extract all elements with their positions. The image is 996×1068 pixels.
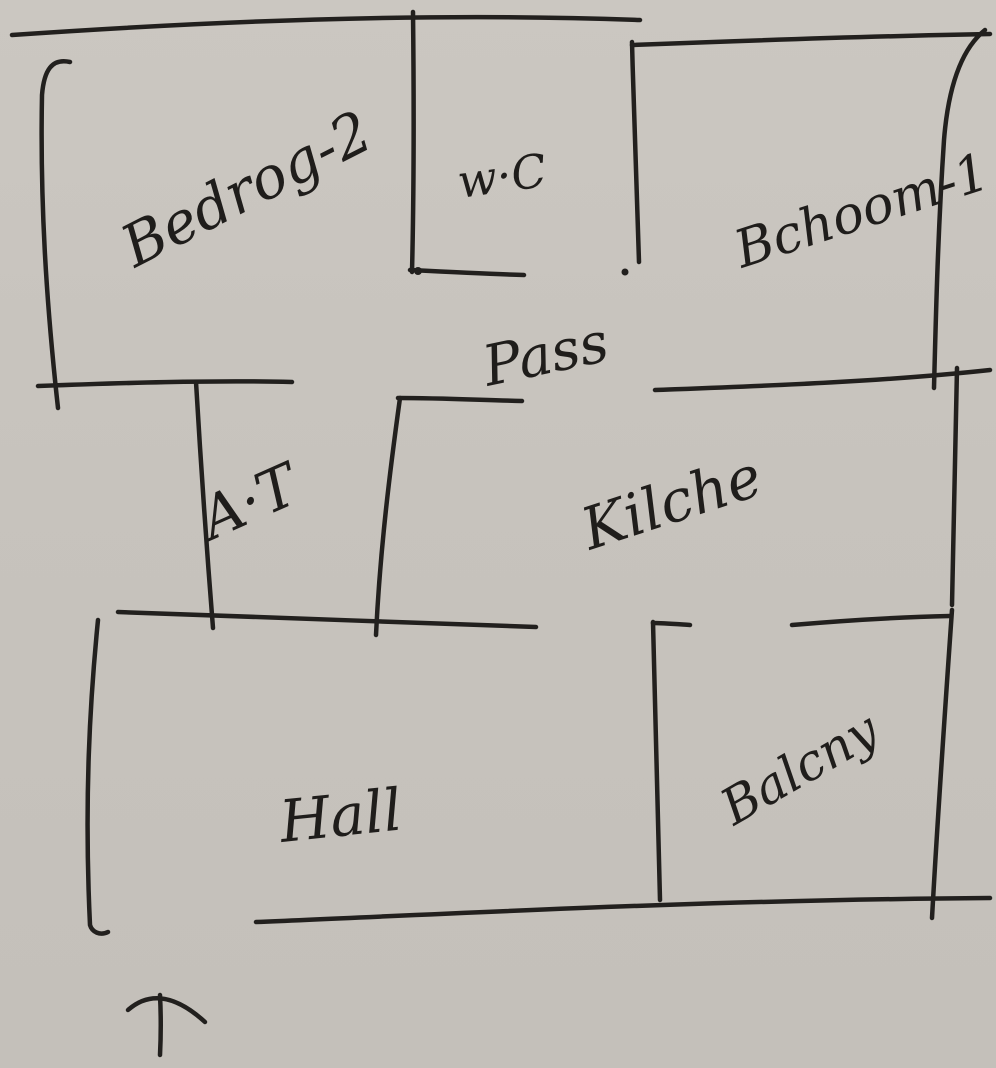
- wall-pass-lower: [395, 395, 525, 404]
- wall-wc-right: [629, 39, 642, 265]
- wall-top-right: [629, 31, 993, 48]
- wall-wc-left: [409, 9, 416, 275]
- wall-bedroom1-bottom: [652, 367, 993, 393]
- wall-hall-top: [115, 609, 539, 630]
- wall-bedroom1-right: [931, 27, 988, 391]
- wall-top-left: [9, 14, 643, 38]
- room-label-wc: w·C: [454, 143, 550, 209]
- wall-balcony-top-left: [650, 620, 693, 628]
- wall-at-left: [193, 379, 216, 631]
- wall-kitchen-right: [949, 365, 960, 608]
- wall-bedroom2-bottom: [35, 379, 295, 389]
- room-label-passage: Pass: [476, 310, 614, 400]
- wall-balcony-right: [929, 607, 955, 921]
- arrow-up-icon: [125, 992, 208, 1058]
- wc-corner-dot: [414, 267, 422, 275]
- wall-at-right: [373, 395, 403, 638]
- wall-bottom: [253, 895, 993, 925]
- wall-bedroom2-left: [39, 59, 73, 411]
- room-label-kitchen: Kilche: [572, 442, 770, 564]
- room-label-bedroom-2: Bedrog-2: [110, 97, 383, 281]
- wc-door-dot: [621, 268, 629, 276]
- room-label-bedroom-1: Bchoom-1: [727, 142, 996, 281]
- wall-balcony-top-right: [789, 613, 953, 628]
- wall-hall-left: [85, 617, 111, 936]
- wall-wc-bottom: [407, 267, 527, 278]
- wall-balcony-left: [650, 619, 663, 903]
- room-label-hall: Hall: [275, 776, 405, 857]
- room-label-balcony: Balcny: [710, 700, 889, 837]
